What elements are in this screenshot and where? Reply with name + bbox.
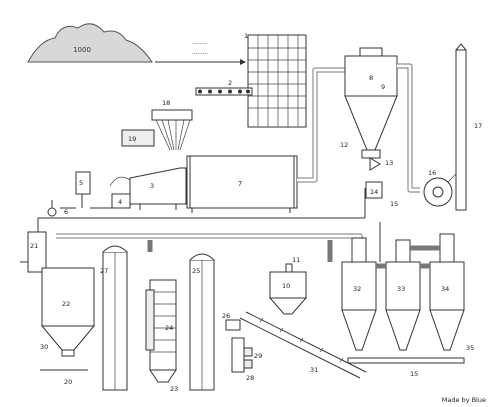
label-10: 10 — [282, 282, 290, 290]
label-2: 2 — [228, 79, 232, 87]
label-17: 17 — [474, 122, 482, 130]
label-30: 30 — [40, 343, 48, 351]
raw-material-pile: 1000 — [28, 24, 152, 62]
collecting-conveyor-35: 35 15 — [348, 344, 474, 378]
label-4: 4 — [118, 198, 122, 206]
valve-13: 13 — [370, 158, 393, 170]
label-7: 7 — [238, 180, 242, 188]
feed-arrow: ······· ········ — [155, 40, 246, 65]
label-11: 11 — [292, 256, 300, 264]
label-34: 34 — [441, 285, 449, 293]
hopper-10: 10 11 — [270, 256, 306, 314]
label-6: 6 — [64, 208, 68, 216]
label-5: 5 — [79, 179, 83, 187]
rotary-dryer: 7 — [187, 156, 297, 213]
label-14: 14 — [370, 188, 378, 196]
label-13: 13 — [385, 159, 393, 167]
hopper-19: 19 — [122, 130, 154, 146]
screw-14: 14 — [366, 182, 382, 198]
elevator-25: 25 — [190, 254, 214, 390]
label-29: 29 — [254, 352, 262, 360]
label-9: 9 — [381, 83, 385, 91]
label-12: 12 — [340, 141, 348, 149]
label-18: 18 — [162, 99, 170, 107]
label-1: 1 — [244, 32, 248, 40]
valve-6: 6 — [48, 200, 76, 216]
weigh-feeder: 18 — [152, 99, 192, 150]
label-15: 15 — [390, 200, 398, 208]
label-27: 27 — [100, 267, 108, 275]
label-21: 21 — [30, 242, 38, 250]
tank-21: 21 — [20, 218, 60, 272]
label-31: 31 — [310, 366, 318, 374]
label-28: 28 — [246, 374, 254, 382]
label-3: 3 — [150, 182, 154, 190]
belt-conveyor: 2 — [196, 79, 252, 95]
label-23: 23 — [170, 385, 178, 393]
label-26: 26 — [222, 312, 230, 320]
separator-26: 26 29 28 — [222, 312, 262, 382]
outlet-15: 15 — [390, 200, 398, 208]
silo-22: 22 30 20 — [40, 268, 94, 386]
collector-34: 34 — [430, 234, 464, 350]
label-16: 16 — [428, 169, 436, 177]
label-32: 32 — [353, 285, 361, 293]
cyclone-8: 8 9 — [345, 48, 397, 150]
label-24: 24 — [165, 324, 173, 332]
feed-bin-5: 5 — [76, 172, 90, 194]
label-20: 20 — [64, 378, 72, 386]
label-33: 33 — [397, 285, 405, 293]
mill-24: 24 23 — [146, 280, 178, 393]
storage-bins: 1 — [244, 32, 306, 127]
label-15b: 15 — [410, 370, 418, 378]
label-22: 22 — [62, 300, 70, 308]
collector-33: 33 — [386, 240, 420, 350]
elevator-27: 27 — [100, 246, 127, 390]
arrow-label-top: ······· — [193, 40, 207, 48]
pile-label: 1000 — [73, 46, 91, 54]
label-8: 8 — [369, 74, 373, 82]
arrow-label-bottom: ········ — [192, 50, 209, 58]
label-25: 25 — [192, 267, 200, 275]
collector-32: 32 — [342, 238, 376, 350]
chimney-17: 17 — [456, 44, 482, 210]
feeder-4: 4 — [82, 194, 130, 208]
duct-cyclone-stack — [397, 66, 420, 190]
label-35: 35 — [466, 344, 474, 352]
credit-text: Made by Blue — [442, 396, 486, 404]
upper-connect-duct — [150, 240, 330, 262]
label-19: 19 — [128, 135, 136, 143]
